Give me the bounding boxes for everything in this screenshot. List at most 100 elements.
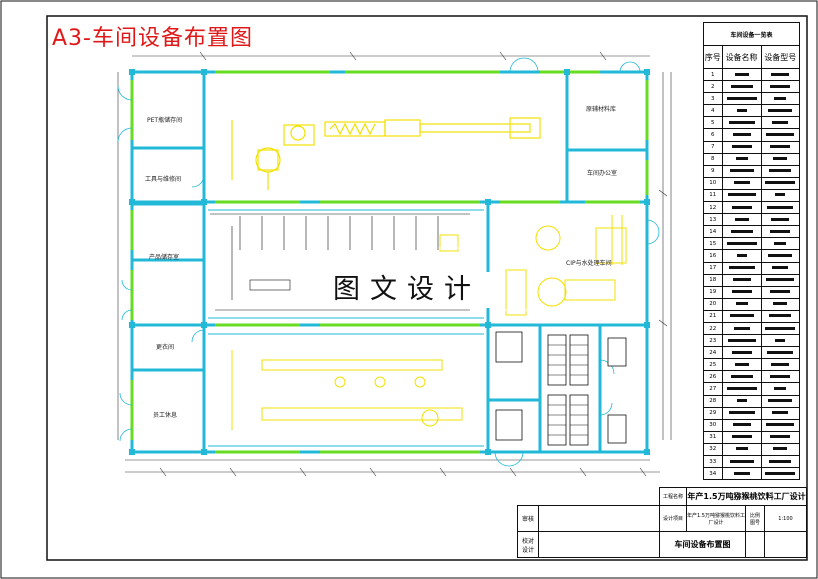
equipment-row-model — [760, 358, 801, 372]
equipment-row: 5 — [703, 116, 801, 130]
watermark-text: 图文设计 — [322, 272, 492, 308]
equipment-row-number: 13 — [703, 213, 723, 227]
equipment-row-model — [760, 297, 801, 311]
equipment-row-model — [760, 346, 801, 360]
room-label-office: 车间办公室 — [587, 170, 618, 177]
equipment-row-number: 30 — [703, 418, 723, 432]
equipment-row-model — [760, 406, 801, 420]
equipment-row-name — [721, 104, 762, 118]
equipment-row-number: 10 — [703, 176, 723, 190]
equipment-row-model — [760, 92, 801, 106]
equipment-row-name — [721, 321, 762, 336]
equipment-row: 21 — [703, 309, 801, 323]
equipment-row-number: 1 — [703, 67, 723, 82]
equipment-row-model — [760, 67, 801, 82]
equipment-line-middle — [439, 234, 459, 252]
equipment-line-top — [231, 117, 541, 190]
equipment-row: 9 — [703, 164, 801, 178]
room-label-changing: 更衣间 — [156, 344, 175, 351]
design-name: 年产1.5万吨猕猴桃饮料工厂设计 — [686, 505, 746, 532]
cip-equipment — [505, 215, 627, 316]
equipment-row-name — [721, 237, 762, 251]
equipment-row-name — [721, 176, 762, 190]
equipment-row: 24 — [703, 346, 801, 360]
equipment-row-number: 33 — [703, 454, 723, 469]
equipment-row-number: 15 — [703, 237, 723, 251]
equipment-row-name — [721, 213, 762, 227]
equipment-row: 19 — [703, 285, 801, 299]
equipment-row-number: 4 — [703, 104, 723, 118]
equipment-row: 3 — [703, 92, 801, 106]
equipment-row-number: 7 — [703, 140, 723, 154]
equipment-row-number: 17 — [703, 261, 723, 275]
drawing-title: 车间设备布置图 — [659, 531, 746, 558]
equipment-row: 8 — [703, 152, 801, 166]
equipment-row-number: 28 — [703, 394, 723, 408]
equipment-row-model — [760, 442, 801, 457]
room-label-pet-storage: PET瓶储存间 — [147, 117, 183, 124]
equipment-row: 25 — [703, 358, 801, 372]
equipment-row: 10 — [703, 176, 801, 190]
equipment-table-header-no: 序号 — [703, 45, 723, 69]
equipment-row-name — [721, 80, 762, 94]
room-label-staff: 员工休息 — [153, 412, 178, 419]
equipment-row: 22 — [703, 321, 801, 336]
cip-piping — [499, 209, 631, 311]
equipment-row-name — [721, 382, 762, 396]
equipment-row-model — [760, 370, 801, 384]
sheet-label: 图号 — [749, 519, 760, 526]
equipment-row-number: 21 — [703, 309, 723, 323]
equipment-row-number: 22 — [703, 321, 723, 336]
equipment-table-title: 车间设备一览表 — [703, 22, 800, 46]
equipment-row-number: 27 — [703, 382, 723, 396]
equipment-row-name — [721, 116, 762, 130]
row-label-design: 设计 — [521, 546, 534, 554]
equipment-row-model — [760, 309, 801, 323]
equipment-row-name — [721, 406, 762, 420]
room-label-cip: CIP与水处理车间 — [566, 260, 612, 267]
equipment-row-name — [721, 418, 762, 432]
equipment-row-model — [760, 454, 801, 469]
equipment-row-name — [721, 128, 762, 142]
equipment-row: 28 — [703, 394, 801, 408]
equipment-row-name — [721, 225, 762, 239]
equipment-row: 30 — [703, 418, 801, 432]
equipment-row-number: 12 — [703, 201, 723, 215]
equipment-row-name — [721, 370, 762, 384]
equipment-row-name — [721, 297, 762, 311]
lockers — [495, 331, 627, 446]
equipment-row-model — [760, 116, 801, 130]
equipment-row-model — [760, 285, 801, 299]
equipment-row: 32 — [703, 442, 801, 457]
equipment-row: 15 — [703, 237, 801, 251]
scale-label: 比例 — [749, 512, 760, 519]
equipment-row-name — [721, 201, 762, 215]
equipment-row-number: 2 — [703, 80, 723, 94]
equipment-row: 31 — [703, 430, 801, 444]
equipment-row-number: 9 — [703, 164, 723, 178]
row-label-check: 校对 — [521, 537, 534, 545]
scale-value: 1:100 — [764, 505, 807, 532]
room-label-material: 原辅材料库 — [586, 106, 617, 113]
equipment-row-number: 14 — [703, 225, 723, 239]
equipment-row-number: 23 — [703, 334, 723, 348]
equipment-line-bottom — [231, 350, 463, 430]
equipment-row-number: 25 — [703, 358, 723, 372]
equipment-row: 33 — [703, 454, 801, 469]
equipment-row-name — [721, 164, 762, 178]
equipment-row-name — [721, 92, 762, 106]
row-label-review: 审核 — [517, 505, 539, 532]
equipment-row-name — [721, 454, 762, 469]
equipment-row: 23 — [703, 334, 801, 348]
project-label: 工程名称 — [659, 487, 687, 506]
equipment-row-model — [760, 201, 801, 215]
equipment-row: 14 — [703, 225, 801, 239]
equipment-row-name — [721, 394, 762, 408]
equipment-row-number: 29 — [703, 406, 723, 420]
room-label-tools: 工具与维修间 — [145, 176, 182, 183]
equipment-row: 18 — [703, 273, 801, 287]
equipment-row-model — [760, 213, 801, 227]
equipment-row-name — [721, 261, 762, 275]
equipment-row-model — [760, 80, 801, 94]
